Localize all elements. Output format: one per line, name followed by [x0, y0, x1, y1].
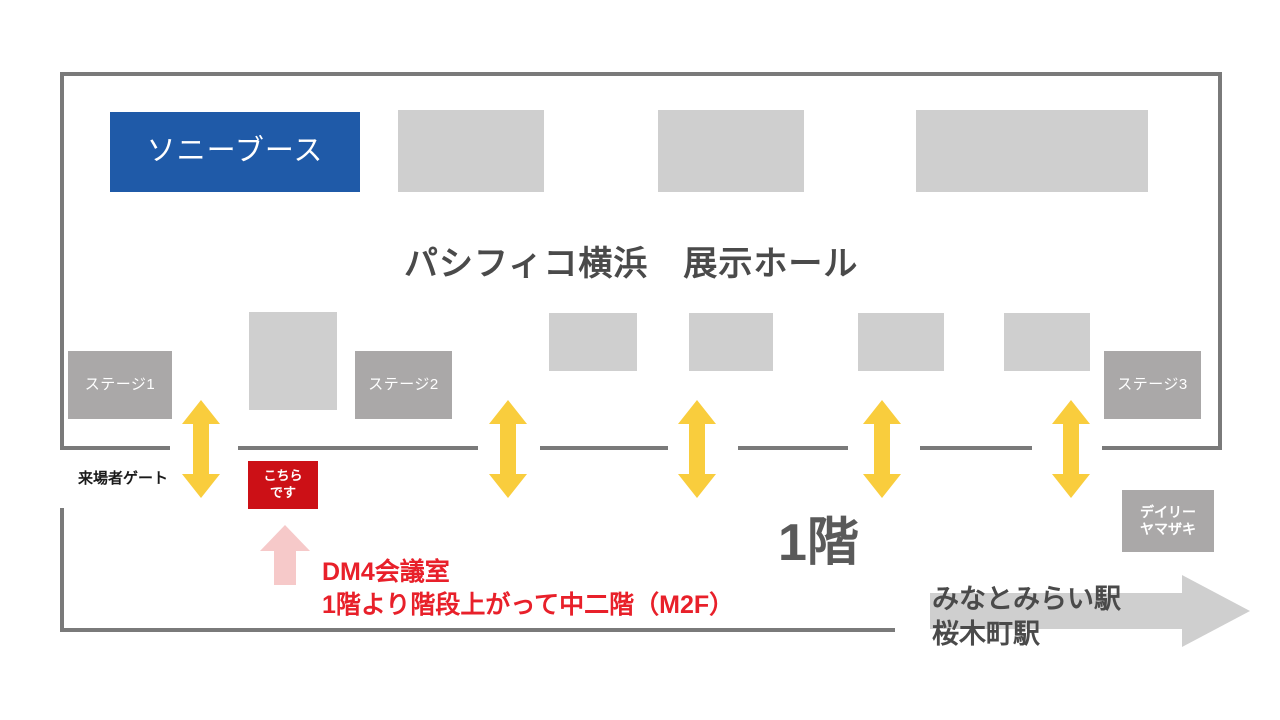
- hall-room-mid-3: [689, 313, 773, 371]
- entrance-arrow-4: [863, 400, 901, 498]
- stage-1-label: ステージ1: [84, 376, 156, 394]
- entrance-arrow-1: [182, 400, 220, 498]
- meeting-room-note-line2: 1階より階段上がって中二階（M2F）: [322, 591, 735, 619]
- entrance-arrow-3: [678, 400, 716, 498]
- hall-room-mid-2: [549, 313, 637, 371]
- shop-label-line1: デイリー: [1140, 503, 1196, 520]
- hall-wall-bottom-seg-3: [540, 446, 668, 450]
- here-marker-line2: です: [269, 485, 296, 500]
- stage-3-label: ステージ3: [1117, 376, 1188, 394]
- station-names: みなとみらい駅 桜木町駅: [932, 582, 1121, 651]
- stairs-pointer-arrow: [260, 525, 310, 585]
- hall-room-mid-1: [249, 312, 337, 410]
- hall-wall-bottom-seg-1: [60, 446, 170, 450]
- meeting-room-note-line1: DM4会議室: [322, 558, 450, 586]
- floor-label: 1階: [778, 514, 859, 572]
- visitor-gate-label: 来場者ゲート: [78, 470, 169, 487]
- meeting-room-note: DM4会議室 1階より階段上がって中二階（M2F）: [322, 556, 734, 622]
- hall-wall-top: [60, 72, 1222, 76]
- hall-room-mid-4: [858, 313, 944, 371]
- entrance-arrow-5: [1052, 400, 1090, 498]
- hall-wall-right: [1218, 72, 1222, 450]
- sony-booth-label: ソニーブース: [146, 135, 324, 168]
- corridor-wall-left: [60, 508, 64, 632]
- hall-room-top-3: [916, 110, 1148, 192]
- station-name-minatomirai: みなとみらい駅: [932, 584, 1121, 614]
- hall-wall-bottom-seg-6: [1102, 446, 1222, 450]
- hall-room-top-1: [398, 110, 544, 192]
- here-marker-line1: こちら: [263, 468, 303, 484]
- hall-wall-bottom-seg-2: [238, 446, 478, 450]
- hall-room-top-2: [658, 110, 804, 192]
- station-name-sakuragicho: 桜木町駅: [932, 618, 1040, 649]
- stage-2[interactable]: ステージ2: [355, 351, 452, 419]
- stage-2-label: ステージ2: [368, 376, 439, 394]
- here-marker[interactable]: こちら です: [248, 461, 318, 509]
- shop-label-line2: ヤマザキ: [1140, 521, 1196, 537]
- hall-wall-bottom-seg-4: [738, 446, 848, 450]
- hall-room-mid-5: [1004, 313, 1090, 371]
- stage-3[interactable]: ステージ3: [1104, 351, 1201, 419]
- hall-wall-left: [60, 72, 64, 450]
- hall-title: パシフィコ横浜 展示ホール: [404, 245, 859, 283]
- sony-booth[interactable]: ソニーブース: [110, 112, 360, 192]
- entrance-arrow-2: [489, 400, 527, 498]
- daily-yamazaki-shop[interactable]: デイリー ヤマザキ: [1122, 490, 1214, 552]
- hall-wall-bottom-seg-5: [920, 446, 1032, 450]
- stage-1[interactable]: ステージ1: [68, 351, 172, 419]
- stations-direction-arrow: [930, 575, 1250, 647]
- corridor-wall-bottom: [60, 628, 895, 632]
